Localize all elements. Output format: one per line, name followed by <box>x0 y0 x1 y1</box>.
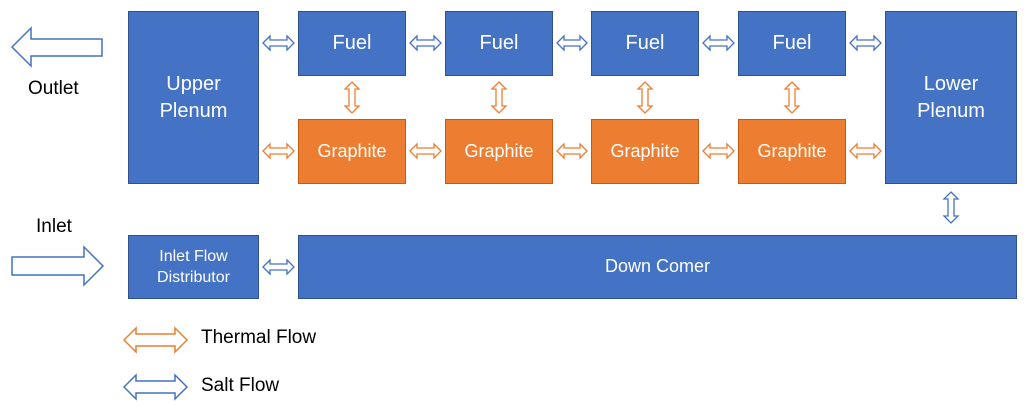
inlet-arrow-icon <box>11 245 105 287</box>
graphite-box-4: Graphite <box>738 119 846 184</box>
thermal-flow-graphite-1-graphite-2-arrow-icon <box>409 142 442 160</box>
salt-flow-fuel-4-lower-plenum-arrow-icon <box>849 34 882 52</box>
graphite-box-3: Graphite <box>591 119 699 184</box>
lower-plenum-box: Lower Plenum <box>885 11 1017 184</box>
salt-flow-fuel-1-fuel-2-arrow-icon <box>409 34 442 52</box>
graphite-box-1: Graphite <box>298 119 406 184</box>
legend-thermal-flow-label: Thermal Flow <box>201 327 317 348</box>
upper-plenum-box: Upper Plenum <box>128 11 259 184</box>
salt-flow-lower-plenum-down-comer-arrow-icon <box>942 191 960 224</box>
salt-flow-upper-plenum-fuel-1-arrow-icon <box>262 34 295 52</box>
thermal-flow-graphite-4-lower-plenum-arrow-icon <box>849 142 882 160</box>
graphite-box-2: Graphite <box>445 119 553 184</box>
fuel-box-4: Fuel <box>738 11 846 76</box>
thermal-flow-fuel-2-graphite-2-arrow-icon <box>490 81 508 114</box>
fuel-box-1: Fuel <box>298 11 406 76</box>
outlet-label: Outlet <box>28 78 79 99</box>
legend-salt-flow-arrow-icon <box>122 373 189 401</box>
thermal-flow-fuel-4-graphite-4-arrow-icon <box>783 81 801 114</box>
thermal-flow-graphite-2-graphite-3-arrow-icon <box>556 142 588 160</box>
salt-flow-inlet-distributor-down-comer-arrow-icon <box>262 258 295 276</box>
salt-flow-fuel-2-fuel-3-arrow-icon <box>556 34 588 52</box>
thermal-flow-fuel-1-graphite-1-arrow-icon <box>343 81 361 114</box>
fuel-box-3: Fuel <box>591 11 699 76</box>
inlet-label: Inlet <box>36 216 72 237</box>
legend-salt-flow-label: Salt Flow <box>201 375 280 396</box>
legend-thermal-flow-arrow-icon <box>122 326 189 354</box>
down-comer-box: Down Comer <box>298 235 1017 299</box>
inlet-flow-distributor-box: Inlet Flow Distributor <box>128 235 259 299</box>
thermal-flow-upper-plenum-graphite-1-arrow-icon <box>262 142 295 160</box>
fuel-box-2: Fuel <box>445 11 553 76</box>
thermal-flow-fuel-3-graphite-3-arrow-icon <box>636 81 654 114</box>
outlet-arrow-icon <box>10 26 103 68</box>
thermal-flow-graphite-3-graphite-4-arrow-icon <box>702 142 735 160</box>
salt-flow-fuel-3-fuel-4-arrow-icon <box>702 34 735 52</box>
